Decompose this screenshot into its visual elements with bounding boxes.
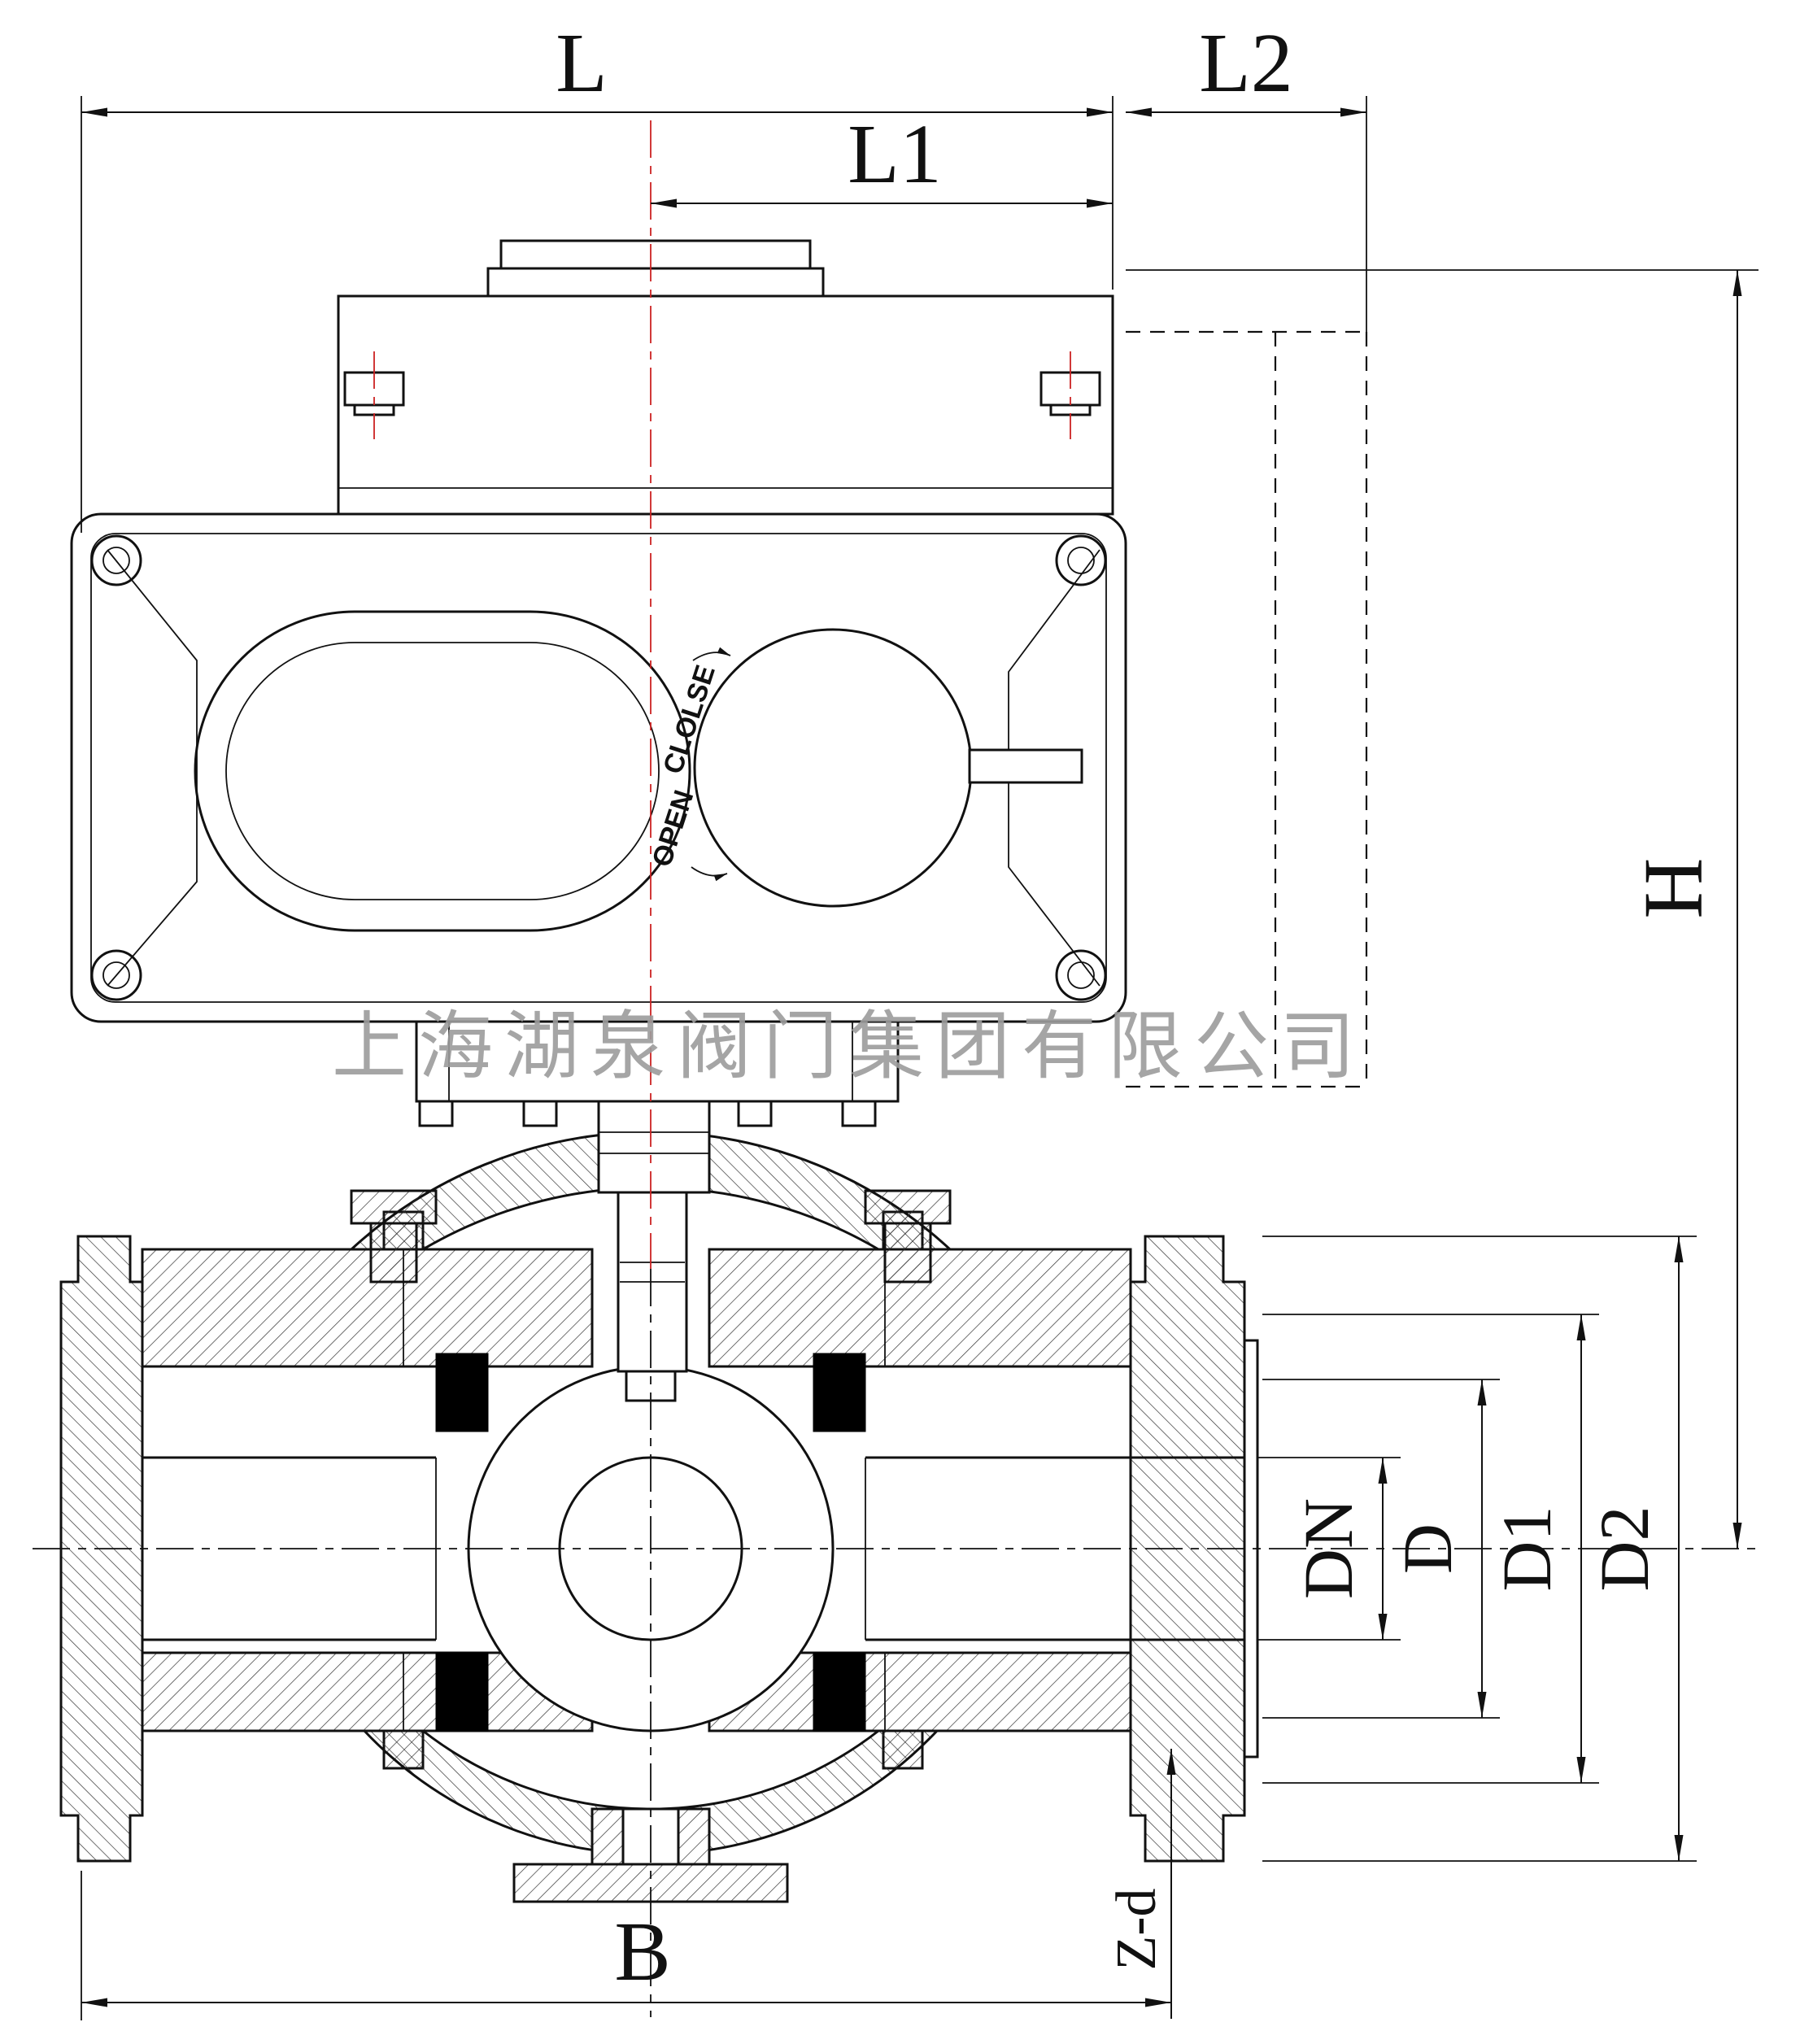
- indicator-pointer: [968, 748, 1083, 784]
- face-plate-inner-edge: [90, 533, 1107, 1003]
- dimensions: L L2 L1 H DN D: [81, 16, 1759, 2020]
- face-bevel-left: [107, 549, 198, 987]
- bolt-head-inner: [102, 961, 130, 989]
- dimension-D2: D2: [1262, 1236, 1697, 1862]
- valve-body: [59, 1131, 1259, 1903]
- obround-recess-inner: [225, 642, 660, 900]
- dimension-D1: D1: [1262, 1314, 1599, 1784]
- dimension-B: B: [81, 1871, 1171, 2020]
- dim-L1-label: L1: [848, 107, 942, 201]
- dimension-DN: DN: [1257, 1457, 1401, 1641]
- mount-bolt: [841, 1100, 877, 1127]
- bolt-head-inner: [1067, 547, 1095, 574]
- drain-neck-wall: [677, 1807, 711, 1866]
- bonnet-flange-bolt: [883, 1222, 932, 1283]
- electric-actuator: CLOLSE OPEN: [70, 239, 1127, 1373]
- dimension-L: L: [81, 16, 1114, 533]
- obround-recess-outer: [194, 610, 691, 932]
- dim-Zd-label: Z-d: [1105, 1888, 1168, 1970]
- dim-H-label: H: [1627, 857, 1720, 918]
- right-flange: [1129, 1235, 1246, 1863]
- watermark-text: 上海湖泉阀门集团有限公司: [332, 1005, 1366, 1088]
- stem-nut: [597, 1100, 711, 1194]
- dim-L2-label: L2: [1199, 16, 1293, 110]
- bolt-head: [90, 949, 142, 1001]
- drain-neck-wall: [591, 1807, 625, 1866]
- seat-seal: [813, 1353, 866, 1432]
- open-direction-arrow: [691, 866, 728, 882]
- actuator-top-cap-base: [486, 267, 825, 298]
- bolt-head: [1055, 949, 1107, 1001]
- dim-DN-label: DN: [1289, 1498, 1367, 1599]
- seat-seal: [435, 1353, 489, 1432]
- bolt-head-inner: [102, 547, 130, 574]
- seat-seal: [435, 1652, 489, 1732]
- close-direction-arrow: [692, 647, 731, 661]
- dim-D2-label: D2: [1585, 1506, 1663, 1591]
- bolt-head: [90, 534, 142, 586]
- corner-bolts: [90, 534, 1107, 1001]
- actuator-top-cap: [499, 239, 812, 270]
- bonnet-flange-bolt: [369, 1222, 418, 1283]
- actuator-gearbox: [337, 294, 1114, 516]
- position-indicator-dial: [693, 628, 973, 908]
- dimension-H: H: [1126, 269, 1759, 1549]
- dimension-Zd: Z-d: [1105, 1749, 1176, 2019]
- dim-L-label: L: [556, 16, 608, 110]
- bonnet-flange-bolt: [864, 1189, 952, 1225]
- body-top-wall-left: [141, 1248, 594, 1368]
- bonnet-flange-bolt: [350, 1189, 438, 1225]
- mount-bolt: [418, 1100, 454, 1127]
- dimension-D: D: [1262, 1379, 1500, 1719]
- dimension-L2: L2: [1126, 16, 1367, 338]
- seat-seal: [813, 1652, 866, 1732]
- dim-B-label: B: [614, 1905, 670, 1998]
- actuator-mount-flange: [415, 1020, 900, 1103]
- centerlines: [33, 120, 1761, 2017]
- dim-D1-label: D1: [1488, 1506, 1566, 1591]
- phantom-outline: [1126, 330, 1368, 1088]
- dim-D-label: D: [1388, 1523, 1467, 1574]
- bottom-dome: [361, 1729, 940, 1856]
- dimension-L1: L1: [651, 107, 1113, 208]
- mount-bolt: [522, 1100, 558, 1127]
- bolt-head: [1055, 534, 1107, 586]
- mount-bolt: [737, 1100, 773, 1127]
